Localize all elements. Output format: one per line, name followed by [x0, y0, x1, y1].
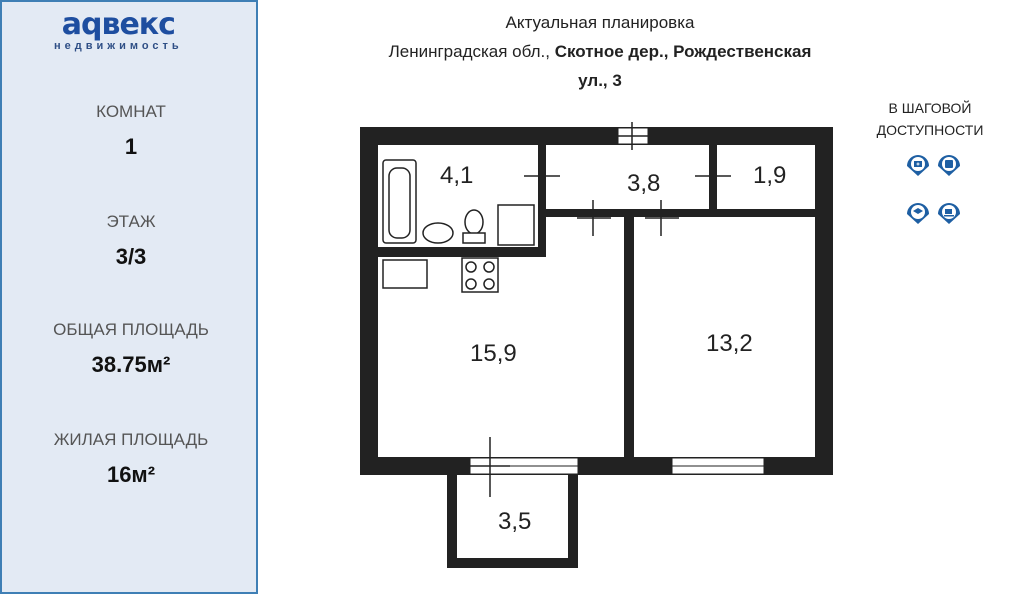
- room-area-storage: 1,9: [753, 162, 787, 189]
- medical-icon: [907, 155, 929, 176]
- room-area-balcony: 3,5: [498, 508, 532, 535]
- walking-distance: В ШАГОВОЙ ДОСТУПНОСТИ: [876, 100, 984, 138]
- room-area-kitchen: 15,9: [470, 340, 517, 367]
- cafe-icon: [938, 203, 960, 224]
- logo: аqвекс недвижимость: [54, 7, 183, 53]
- windows: [469, 127, 765, 475]
- room-area-bathroom: 4,1: [440, 162, 474, 189]
- walk-icons: [907, 155, 960, 224]
- education-icon: [907, 203, 929, 224]
- room-area-room: 13,2: [706, 330, 753, 357]
- doors: [470, 122, 731, 497]
- sink-icon: [422, 222, 454, 244]
- plan-title: Актуальная планировка Ленинградская обл.…: [388, 13, 812, 90]
- fixtures: [382, 159, 535, 293]
- kitchen-sink-icon: [382, 259, 428, 289]
- washer-icon: [497, 204, 535, 246]
- walls: [360, 127, 833, 568]
- bus-icon: [938, 155, 960, 176]
- room-area-corridor: 3,8: [627, 170, 661, 197]
- toilet-icon: [464, 209, 484, 235]
